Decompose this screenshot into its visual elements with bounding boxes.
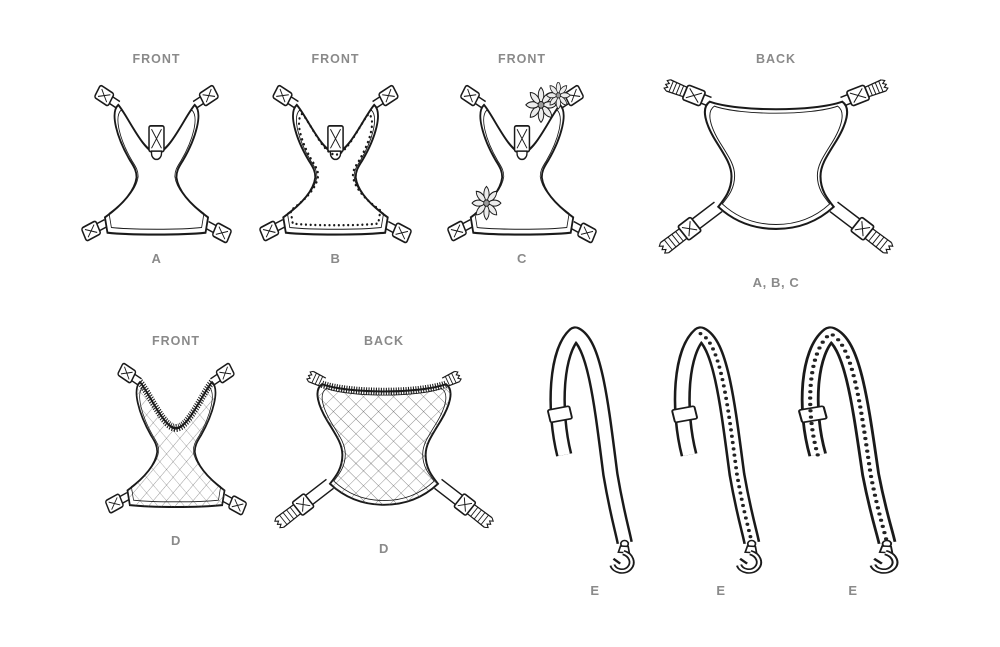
harness-c-figure: FRONT C — [446, 52, 598, 266]
harness-d-back-figure: BACK D — [268, 334, 500, 556]
view-label-back-abc: BACK — [755, 52, 797, 66]
harness-c-front-illustration — [446, 82, 598, 246]
letter-label-d-front: D — [171, 533, 181, 548]
view-label-b: FRONT — [311, 52, 360, 66]
harness-back-abc-figure: BACK A, B, C — [652, 52, 900, 290]
letter-label-d-back: D — [379, 541, 389, 556]
letter-label-back-abc: A, B, C — [752, 275, 800, 290]
view-label-d-back: BACK — [363, 334, 405, 348]
flower-icon — [546, 82, 570, 109]
leash-e3-figure: E — [790, 320, 916, 598]
leash-e1-figure: E — [540, 320, 650, 598]
letter-label-c: C — [517, 251, 527, 266]
harness-d-back-illustration — [268, 358, 500, 538]
leash-fully-studded-illustration — [790, 320, 916, 578]
harness-d-front-figure: FRONT D — [104, 334, 248, 548]
harness-a-front-illustration — [80, 82, 233, 246]
harness-b-front-illustration — [258, 82, 413, 246]
harness-back-illustration — [652, 74, 900, 264]
leash-e2-figure: E — [664, 320, 778, 598]
leash-plain-illustration — [540, 320, 650, 578]
harness-a-figure: FRONT A — [80, 52, 233, 266]
view-label-a: FRONT — [132, 52, 181, 66]
harness-d-front-illustration — [104, 360, 248, 518]
letter-label-e1: E — [590, 583, 600, 598]
harness-b-figure: FRONT B — [258, 52, 413, 266]
view-label-c: FRONT — [497, 52, 547, 66]
letter-label-e2: E — [716, 583, 726, 598]
leash-studded-illustration — [664, 320, 778, 578]
letter-label-a: A — [151, 251, 162, 266]
letter-label-b: B — [330, 251, 341, 266]
flower-icon — [472, 186, 501, 219]
view-label-d-front: FRONT — [151, 334, 201, 348]
letter-label-e3: E — [848, 583, 858, 598]
